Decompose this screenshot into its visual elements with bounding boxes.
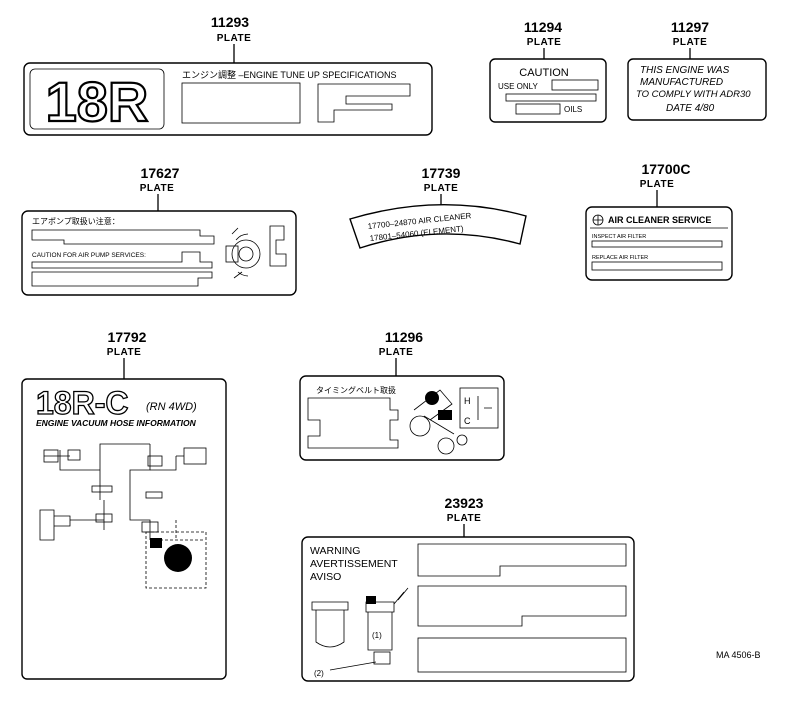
drawing-code: MA 4506-B xyxy=(716,650,761,660)
oils-text: OILS xyxy=(564,105,582,114)
adr-line-3: TO COMPLY WITH ADR30 xyxy=(636,89,751,100)
text-block xyxy=(417,543,627,577)
vacuum-hose-schematic xyxy=(39,443,207,589)
plate-17739 xyxy=(349,204,527,249)
plate-17700c-label: PLATE xyxy=(640,179,675,190)
plate-17739-label: PLATE xyxy=(424,183,459,194)
plate-11293-group: 11293 PLATE 18R エンジン調整 –ENGINE TUNE UP S… xyxy=(23,14,433,136)
rn-4wd-text: (RN 4WD) xyxy=(146,401,197,413)
plate-17792 xyxy=(21,378,227,680)
plate-11296-number: 11296 xyxy=(385,329,423,345)
plate-17627 xyxy=(21,210,297,296)
text-block xyxy=(269,225,287,267)
air-pump-jp-text: エアポンプ取扱い注意： xyxy=(32,216,120,226)
replace-air-filter-text: REPLACE AIR FILTER xyxy=(592,255,648,261)
engine-code-18R-C: 18R-C xyxy=(36,385,128,421)
vacuum-hose-info-title: ENGINE VACUUM HOSE INFORMATION xyxy=(36,418,197,428)
plate-23923 xyxy=(301,536,635,682)
adr-line-1: THIS ENGINE WAS xyxy=(640,65,730,76)
plate-11293 xyxy=(23,62,433,136)
plate-11294-label: PLATE xyxy=(527,37,562,48)
plate-11297-label: PLATE xyxy=(673,37,708,48)
plate-11293-label: PLATE xyxy=(217,33,252,44)
aviso-text: AVISO xyxy=(310,571,341,583)
plate-17792-number: 17792 xyxy=(108,329,147,345)
adr-line-2: MANUFACTURED xyxy=(640,77,723,88)
spec-stepped-box xyxy=(317,83,411,123)
plate-17792-group: 17792 PLATE 18R-C (RN 4WD) ENGINE VACUUM… xyxy=(21,329,227,680)
plate-23923-label: PLATE xyxy=(447,513,482,524)
timing-belt-jp-text: タイミングベルト取扱 xyxy=(316,385,396,395)
fuel-filter-illustration: (1) (2) xyxy=(311,587,409,678)
plate-11297-group: 11297 PLATE THIS ENGINE WAS MANUFACTURED… xyxy=(627,19,767,121)
plate-17739-group: 17739 PLATE 17700–24870 AIR CLEANER 1780… xyxy=(349,165,527,249)
text-block xyxy=(307,397,399,449)
avertissement-text: AVERTISSEMENT xyxy=(310,558,398,570)
plate-17700c-number: 17700C xyxy=(641,161,690,177)
text-block xyxy=(417,585,627,627)
plate-11294 xyxy=(489,58,607,123)
warning-text: WARNING xyxy=(310,545,360,557)
cold-mark: C xyxy=(464,416,471,426)
plate-11294-number: 11294 xyxy=(524,19,562,35)
adr-date: DATE 4/80 xyxy=(666,103,715,114)
caution-text: CAUTION xyxy=(519,67,569,79)
plate-17627-number: 17627 xyxy=(141,165,180,181)
engine-badge-frame xyxy=(29,68,165,130)
blank-box xyxy=(591,240,723,248)
plate-17739-number: 17739 xyxy=(422,165,461,181)
air-pump-illustration xyxy=(225,227,261,279)
plate-17792-label: PLATE xyxy=(107,347,142,358)
toyota-logo-icon-mark xyxy=(593,215,603,225)
blank-box xyxy=(551,79,599,91)
text-block xyxy=(417,637,627,673)
plate-11296-label: PLATE xyxy=(379,347,414,358)
use-only-text: USE ONLY xyxy=(498,82,539,91)
plate-11296-group: 11296 PLATE タイミングベルト取扱 H C xyxy=(299,329,505,461)
text-block xyxy=(31,251,213,269)
plate-23923-number: 23923 xyxy=(445,495,484,511)
callout-1: (1) xyxy=(372,631,382,640)
plate-11297-number: 11297 xyxy=(671,19,709,35)
plate-11293-number: 11293 xyxy=(211,14,249,30)
spec-box xyxy=(181,82,301,124)
inspect-air-filter-text: INSPECT AIR FILTER xyxy=(592,234,646,240)
blank-box xyxy=(515,103,561,115)
plate-17627-group: 17627 PLATE エアポンプ取扱い注意： CAUTION FOR AIR … xyxy=(21,165,297,296)
timing-belt-illustration: H C xyxy=(409,387,499,455)
plate-23923-group: 23923 PLATE WARNING AVERTISSEMENT AVISO … xyxy=(301,495,635,682)
air-pump-caution-text: CAUTION FOR AIR PUMP SERVICES: xyxy=(32,252,146,259)
plate-17627-label: PLATE xyxy=(140,183,175,194)
text-block xyxy=(31,271,213,287)
engine-code-18R: 18R xyxy=(46,70,149,133)
plate-17700c-group: 17700C PLATE AIR CLEANER SERVICE INSPECT… xyxy=(585,161,733,281)
text-block xyxy=(31,229,215,245)
tune-up-header: エンジン調整 –ENGINE TUNE UP SPECIFICATIONS xyxy=(182,69,397,80)
air-cleaner-service-title: AIR CLEANER SERVICE xyxy=(608,215,711,225)
callout-2: (2) xyxy=(314,669,324,678)
plate-11294-group: 11294 PLATE CAUTION USE ONLY OILS xyxy=(489,19,607,123)
blank-box xyxy=(591,261,723,271)
plate-11296 xyxy=(299,375,505,461)
plate-11297 xyxy=(627,58,767,121)
blank-box xyxy=(505,93,597,102)
hot-mark: H xyxy=(464,396,471,406)
